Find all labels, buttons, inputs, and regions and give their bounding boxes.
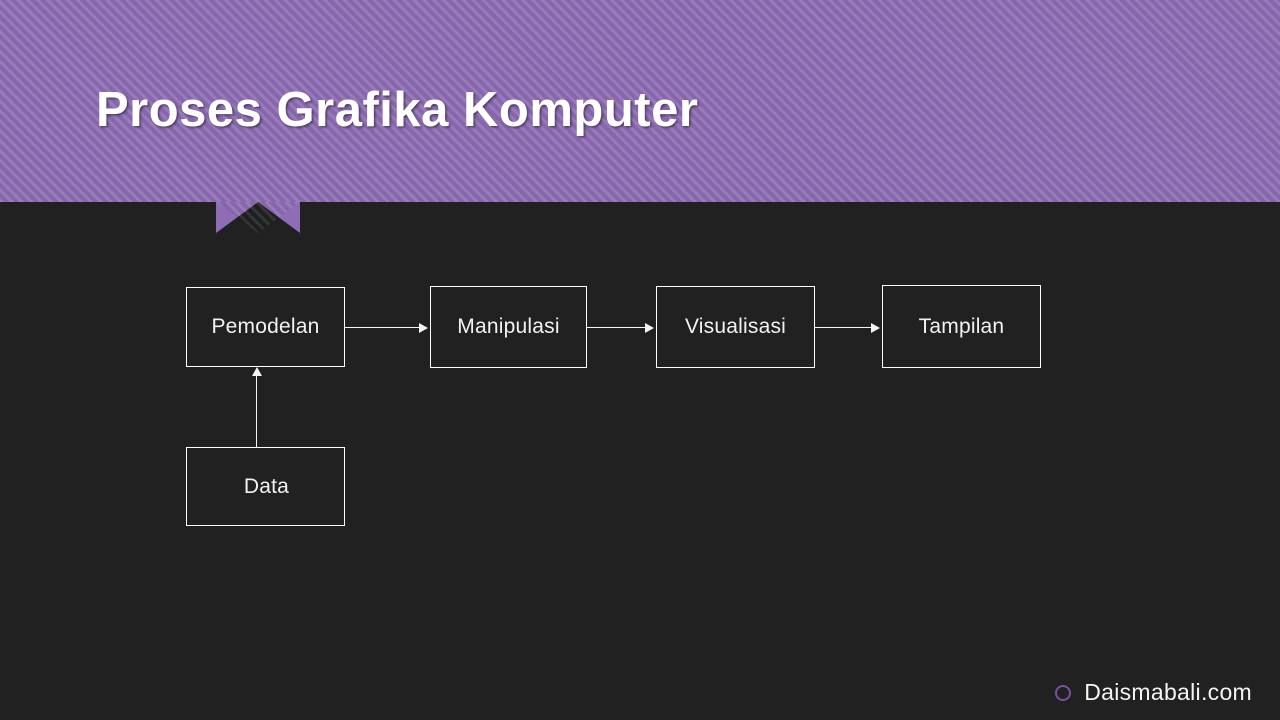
footer-brand: Daismabali.com xyxy=(1055,679,1252,706)
footer-brand-text: Daismabali.com xyxy=(1084,679,1252,705)
page-title: Proses Grafika Komputer xyxy=(96,83,699,137)
arrow-up-icon xyxy=(252,367,262,376)
flow-node-pemodelan[interactable]: Pemodelan xyxy=(186,287,345,367)
arrow-right-icon xyxy=(871,323,880,333)
circle-ring-icon xyxy=(1055,684,1072,701)
flow-node-tampilan[interactable]: Tampilan xyxy=(882,285,1041,368)
flow-node-label: Visualisasi xyxy=(684,315,787,338)
header-band xyxy=(0,0,1280,202)
flow-node-data[interactable]: Data xyxy=(186,447,345,526)
connector-manipulasi-visualisasi xyxy=(587,327,645,328)
flow-node-label: Data xyxy=(243,474,290,498)
connector-data-pemodelan xyxy=(256,370,257,448)
header-notch-triangle xyxy=(216,202,300,233)
connector-visualisasi-tampilan xyxy=(815,327,871,328)
arrow-right-icon xyxy=(419,323,428,333)
flow-node-manipulasi[interactable]: Manipulasi xyxy=(430,286,587,368)
connector-pemodelan-manipulasi xyxy=(345,327,419,328)
flow-node-label: Tampilan xyxy=(918,314,1005,338)
arrow-right-icon xyxy=(645,323,654,333)
flow-node-label: Manipulasi xyxy=(457,315,560,338)
flow-node-label: Pemodelan xyxy=(211,315,320,338)
flow-node-visualisasi[interactable]: Visualisasi xyxy=(656,286,815,368)
